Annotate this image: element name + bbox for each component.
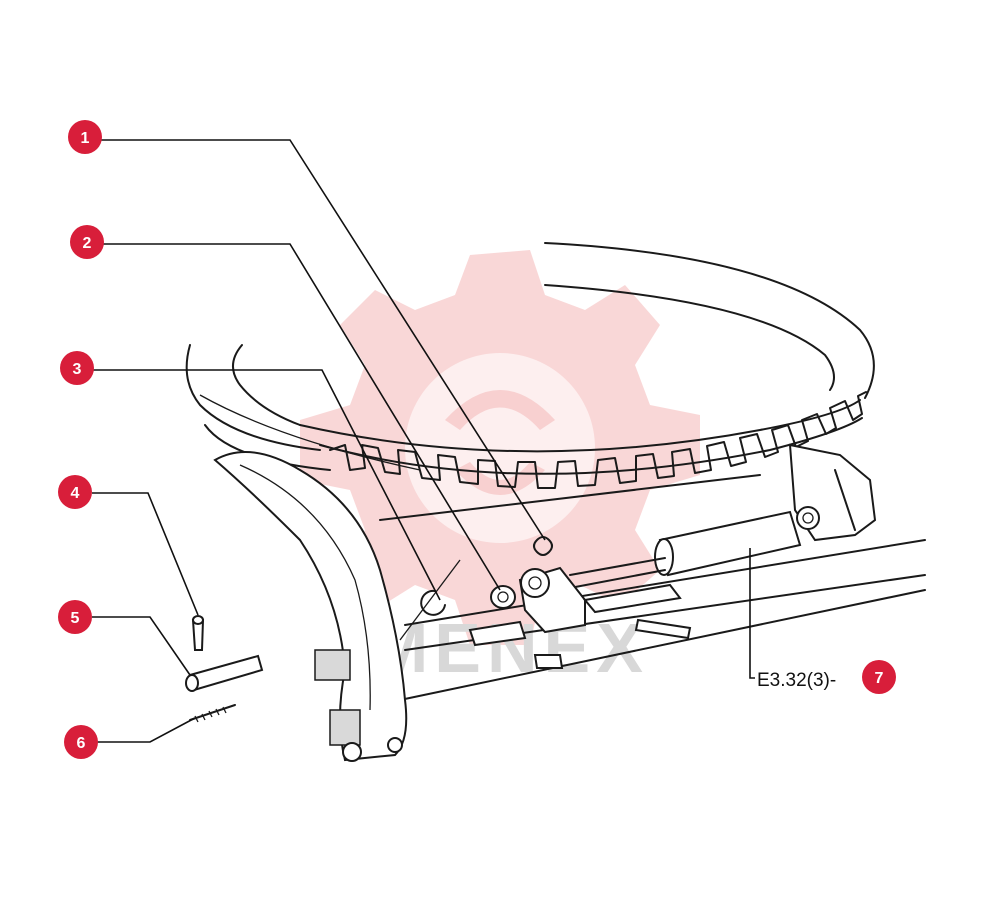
reference-code: E3.32(3)- [757,670,836,691]
callout-2: 2 [70,225,104,259]
hydraulic-cylinder [569,510,802,589]
leader-2 [100,243,501,591]
callout-4: 4 [58,475,92,509]
callout-1: 1 [68,120,102,154]
curved-arm [213,451,408,762]
leader-7 [749,548,755,679]
callout-6-number: 6 [77,735,86,752]
leader-5 [92,616,191,676]
callout-5-number: 5 [71,610,80,627]
callout-5: 5 [58,600,92,634]
leader-4 [92,492,199,616]
small-pins [533,618,692,669]
small-spring [533,536,553,556]
pivot-block [468,566,682,647]
spring-pin [189,704,236,723]
callout-3-number: 3 [73,361,82,378]
bushing [490,585,516,609]
callout-7: 7 [862,660,896,694]
right-bracket [788,443,877,542]
leader-lines [92,139,755,743]
callout-2-number: 2 [83,235,92,252]
callout-7-number: 7 [875,670,884,687]
circlip [420,589,446,616]
callout-1-number: 1 [81,130,90,147]
callout-3: 3 [60,351,94,385]
frame-beam [379,474,926,701]
watermark-gear-logo [300,250,700,645]
callout-4-number: 4 [71,485,80,502]
leader-3 [93,369,441,601]
cotter-pin [191,615,205,651]
leader-6 [97,717,196,743]
leader-1 [100,139,546,541]
ring-gear [185,242,875,489]
callout-6: 6 [64,725,98,759]
pin [185,654,264,692]
